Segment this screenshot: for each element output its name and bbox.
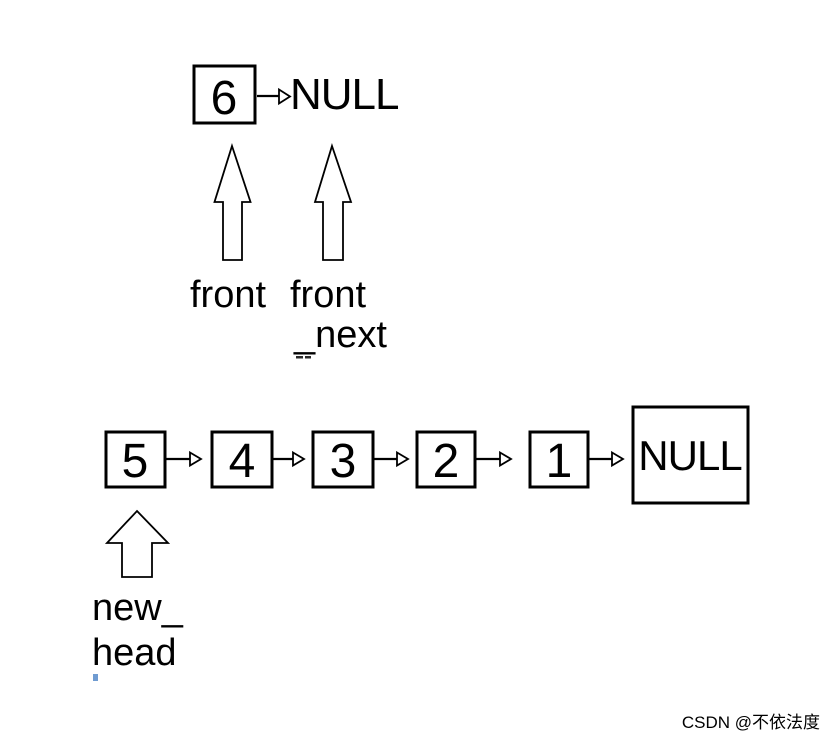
node-4-next-arrowhead-icon [292,450,306,468]
node-box-6 [192,64,257,125]
node-box-4 [210,430,274,489]
new-head-pointer-up-arrow-icon [104,509,171,578]
top-null-label: NULL [290,70,399,119]
node-box-3 [311,430,375,489]
node-6-value: 6 [211,72,238,125]
node-5-value: 5 [122,435,149,488]
node-box-2 [415,430,477,489]
front-next-label-line2: _next [293,314,387,356]
underscore-artifact-mark [296,356,303,359]
list-section: 5 4 3 2 1 NULL [92,405,750,681]
node-2-value: 2 [433,435,460,488]
node-5-next-arrowhead-icon [189,450,203,468]
front-next-pointer-up-arrow-icon [313,143,353,261]
node-4-value: 4 [229,435,256,488]
node-1-value: 1 [546,435,573,488]
node-6-next-arrowhead-icon [278,87,292,106]
front-next-label-line1: front [290,274,366,316]
new-head-label-line2: head [92,632,177,674]
node-1-next-arrowhead-icon [611,450,625,468]
front-pointer-up-arrow-icon [213,143,252,261]
node-3-next-arrowhead-icon [396,450,410,468]
node-2-next-arrowhead-icon [499,450,513,468]
underscore-artifact-mark [305,356,311,359]
node-box-1 [528,430,590,489]
new-head-label-line1: new_ [92,587,184,629]
top-section: 6 NULL front front _next [190,64,400,359]
null-terminator-box [631,405,750,505]
bottom-null-label: NULL [638,432,741,479]
front-label: front [190,274,266,316]
node-box-5 [104,430,167,489]
node-3-value: 3 [330,435,357,488]
csdn-watermark: CSDN @不依法度 [682,713,820,732]
cursor-artifact-mark [93,674,98,681]
